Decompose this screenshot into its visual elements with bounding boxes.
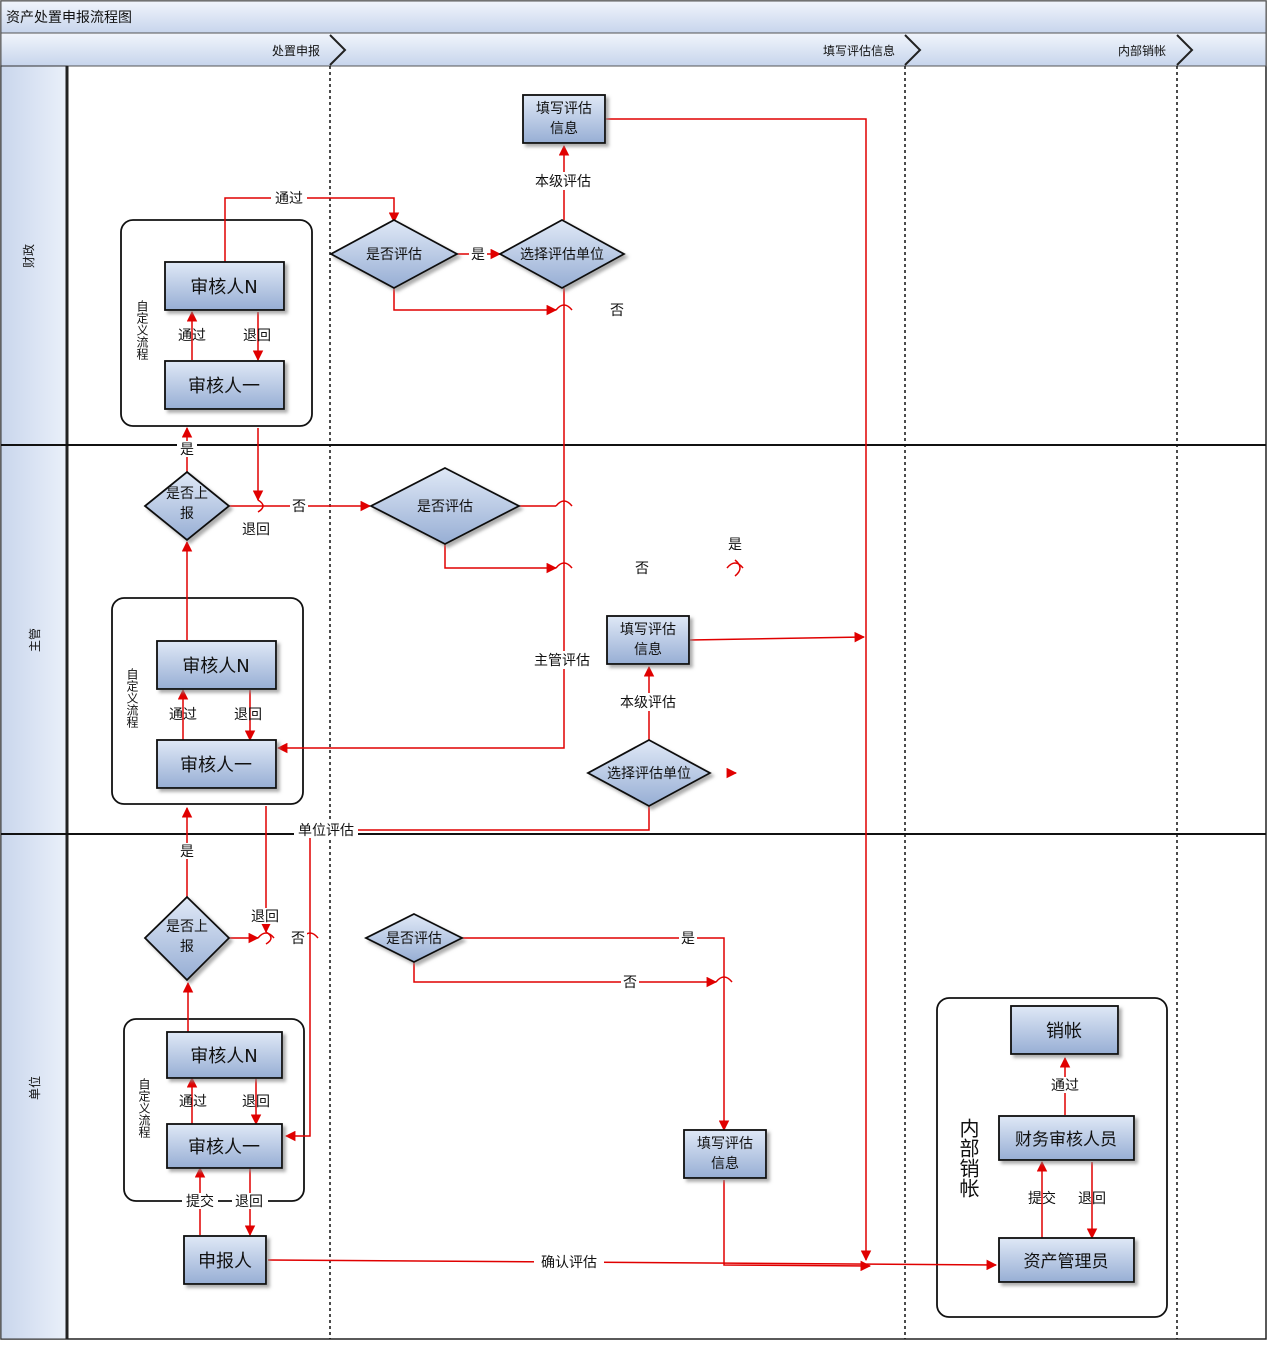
supervisor-reviewer-n-label: 审核人N <box>182 656 249 677</box>
supervisor-is-report-diamond <box>143 470 231 542</box>
supervisor-back2-label: 退回 <box>234 707 262 723</box>
finance-self-level-label: 本级评估 <box>535 174 591 190</box>
writeoff-back-label: 退回 <box>1078 1191 1106 1207</box>
unit-back-label: 退回 <box>251 909 279 925</box>
finance-group-label: 自定义流程 <box>135 300 149 361</box>
unit-fill-line1: 填写评估信息 <box>697 1136 753 1172</box>
applicant-box <box>183 1235 267 1285</box>
writeoff-box <box>1010 1005 1119 1055</box>
finance-select-unit-diamond <box>498 218 626 290</box>
unit-reviewer-n-label: 审核人N <box>190 1046 257 1067</box>
writeoff-label: 销帐 <box>1046 1021 1082 1042</box>
finance-reviewer-n-label: 审核人N <box>190 277 257 298</box>
unit-no2-label: 否 <box>623 975 637 991</box>
lane-supervisor: 主管 <box>27 628 42 652</box>
supervisor-reviewer-n-box <box>156 640 277 690</box>
phase-evaluate: 填写评估信息 <box>823 43 895 58</box>
unit-yes-up-label: 是 <box>180 844 194 860</box>
diagram-title: 资产处置申报流程图 <box>6 10 132 26</box>
finance-reviewer-1-label: 审核人一 <box>188 376 260 397</box>
lane-label-column <box>0 65 68 1340</box>
unit-group-label: 自定义流程 <box>137 1078 151 1139</box>
writeoff-pass-label: 通过 <box>1051 1078 1079 1094</box>
finance-select-unit-label: 选择评估单位 <box>520 247 604 263</box>
finance-reviewer-n-box <box>164 261 285 311</box>
writeoff-group-label: 内部销帐 <box>956 1118 980 1198</box>
phase-header <box>0 32 1267 67</box>
finance-reviewer-staff-box <box>998 1115 1135 1161</box>
supervisor-group-label: 自定义流程 <box>125 668 139 729</box>
unit-pass-label: 通过 <box>179 1094 207 1110</box>
finance-is-evaluate-label: 是否评估 <box>366 247 422 263</box>
supervisor-reviewer-1-label: 审核人一 <box>180 755 252 776</box>
lane-unit: 单位 <box>27 1076 42 1100</box>
unit-is-report-label: 是否上报 <box>166 919 208 955</box>
supervisor-reviewer-1-box <box>156 739 277 789</box>
supervisor-select-unit-label: 选择评估单位 <box>607 766 691 782</box>
unit-yes-label: 是 <box>681 931 695 947</box>
finance-reviewer-staff-label: 财务审核人员 <box>1015 1130 1117 1150</box>
finance-reviewer-1-box <box>164 360 285 410</box>
supervisor-yes-label: 是 <box>728 537 742 553</box>
connectors <box>177 118 1098 1272</box>
unit-reviewer-1-box <box>166 1123 283 1169</box>
supervisor-sup-eval-label: 主管评估 <box>534 653 590 669</box>
asset-manager-box <box>998 1237 1135 1283</box>
supervisor-back-label: 退回 <box>242 522 270 538</box>
supervisor-is-report-label: 是否上报 <box>166 486 208 522</box>
unit-is-evaluate-label: 是否评估 <box>386 931 442 947</box>
supervisor-fill-eval-info-box <box>606 615 690 665</box>
finance-fill-line1: 填写评估信息 <box>536 101 592 137</box>
supervisor-is-evaluate-label: 是否评估 <box>417 499 473 515</box>
supervisor-self-level-label: 本级评估 <box>620 695 676 711</box>
supervisor-select-unit-diamond <box>586 738 712 808</box>
finance-is-evaluate-diamond <box>329 218 459 290</box>
finance-fill-eval-info-box <box>522 94 606 144</box>
finance-top-pass-label: 通过 <box>275 191 303 207</box>
supervisor-fill-line1: 填写评估信息 <box>620 622 676 658</box>
unit-back2-label: 退回 <box>242 1094 270 1110</box>
unit-reviewer-1-label: 审核人一 <box>188 1137 260 1158</box>
lane-finance: 财政 <box>22 244 36 268</box>
supervisor-is-evaluate-diamond <box>369 466 521 546</box>
asset-manager-label: 资产管理员 <box>1024 1252 1109 1272</box>
applicant-label: 申报人 <box>198 1251 252 1272</box>
unit-submit-label: 提交 <box>186 1193 214 1210</box>
supervisor-unit-eval-label: 单位评估 <box>298 823 354 839</box>
confirm-eval-label: 确认评估 <box>541 1255 597 1271</box>
supervisor-no-label: 否 <box>292 499 306 515</box>
finance-no-label: 否 <box>610 303 624 319</box>
unit-is-report-diamond <box>143 895 231 982</box>
writeoff-submit-label: 提交 <box>1028 1190 1056 1207</box>
finance-pass-label: 通过 <box>178 328 206 344</box>
finance-yes-label: 是 <box>471 247 485 263</box>
phase-disposal: 处置申报 <box>272 43 320 58</box>
unit-back3-label: 退回 <box>235 1194 263 1210</box>
unit-fill-eval-info-box <box>683 1129 767 1179</box>
title-bar <box>0 0 1267 34</box>
supervisor-yes-up-label: 是 <box>180 442 194 458</box>
unit-no-label: 否 <box>291 931 305 947</box>
supervisor-pass-label: 通过 <box>169 707 197 723</box>
finance-back-label: 退回 <box>243 328 271 344</box>
unit-reviewer-n-box <box>166 1031 283 1079</box>
phase-writeoff: 内部销帐 <box>1118 43 1166 58</box>
supervisor-no2-label: 否 <box>635 561 649 577</box>
unit-is-evaluate-diamond <box>363 912 465 964</box>
